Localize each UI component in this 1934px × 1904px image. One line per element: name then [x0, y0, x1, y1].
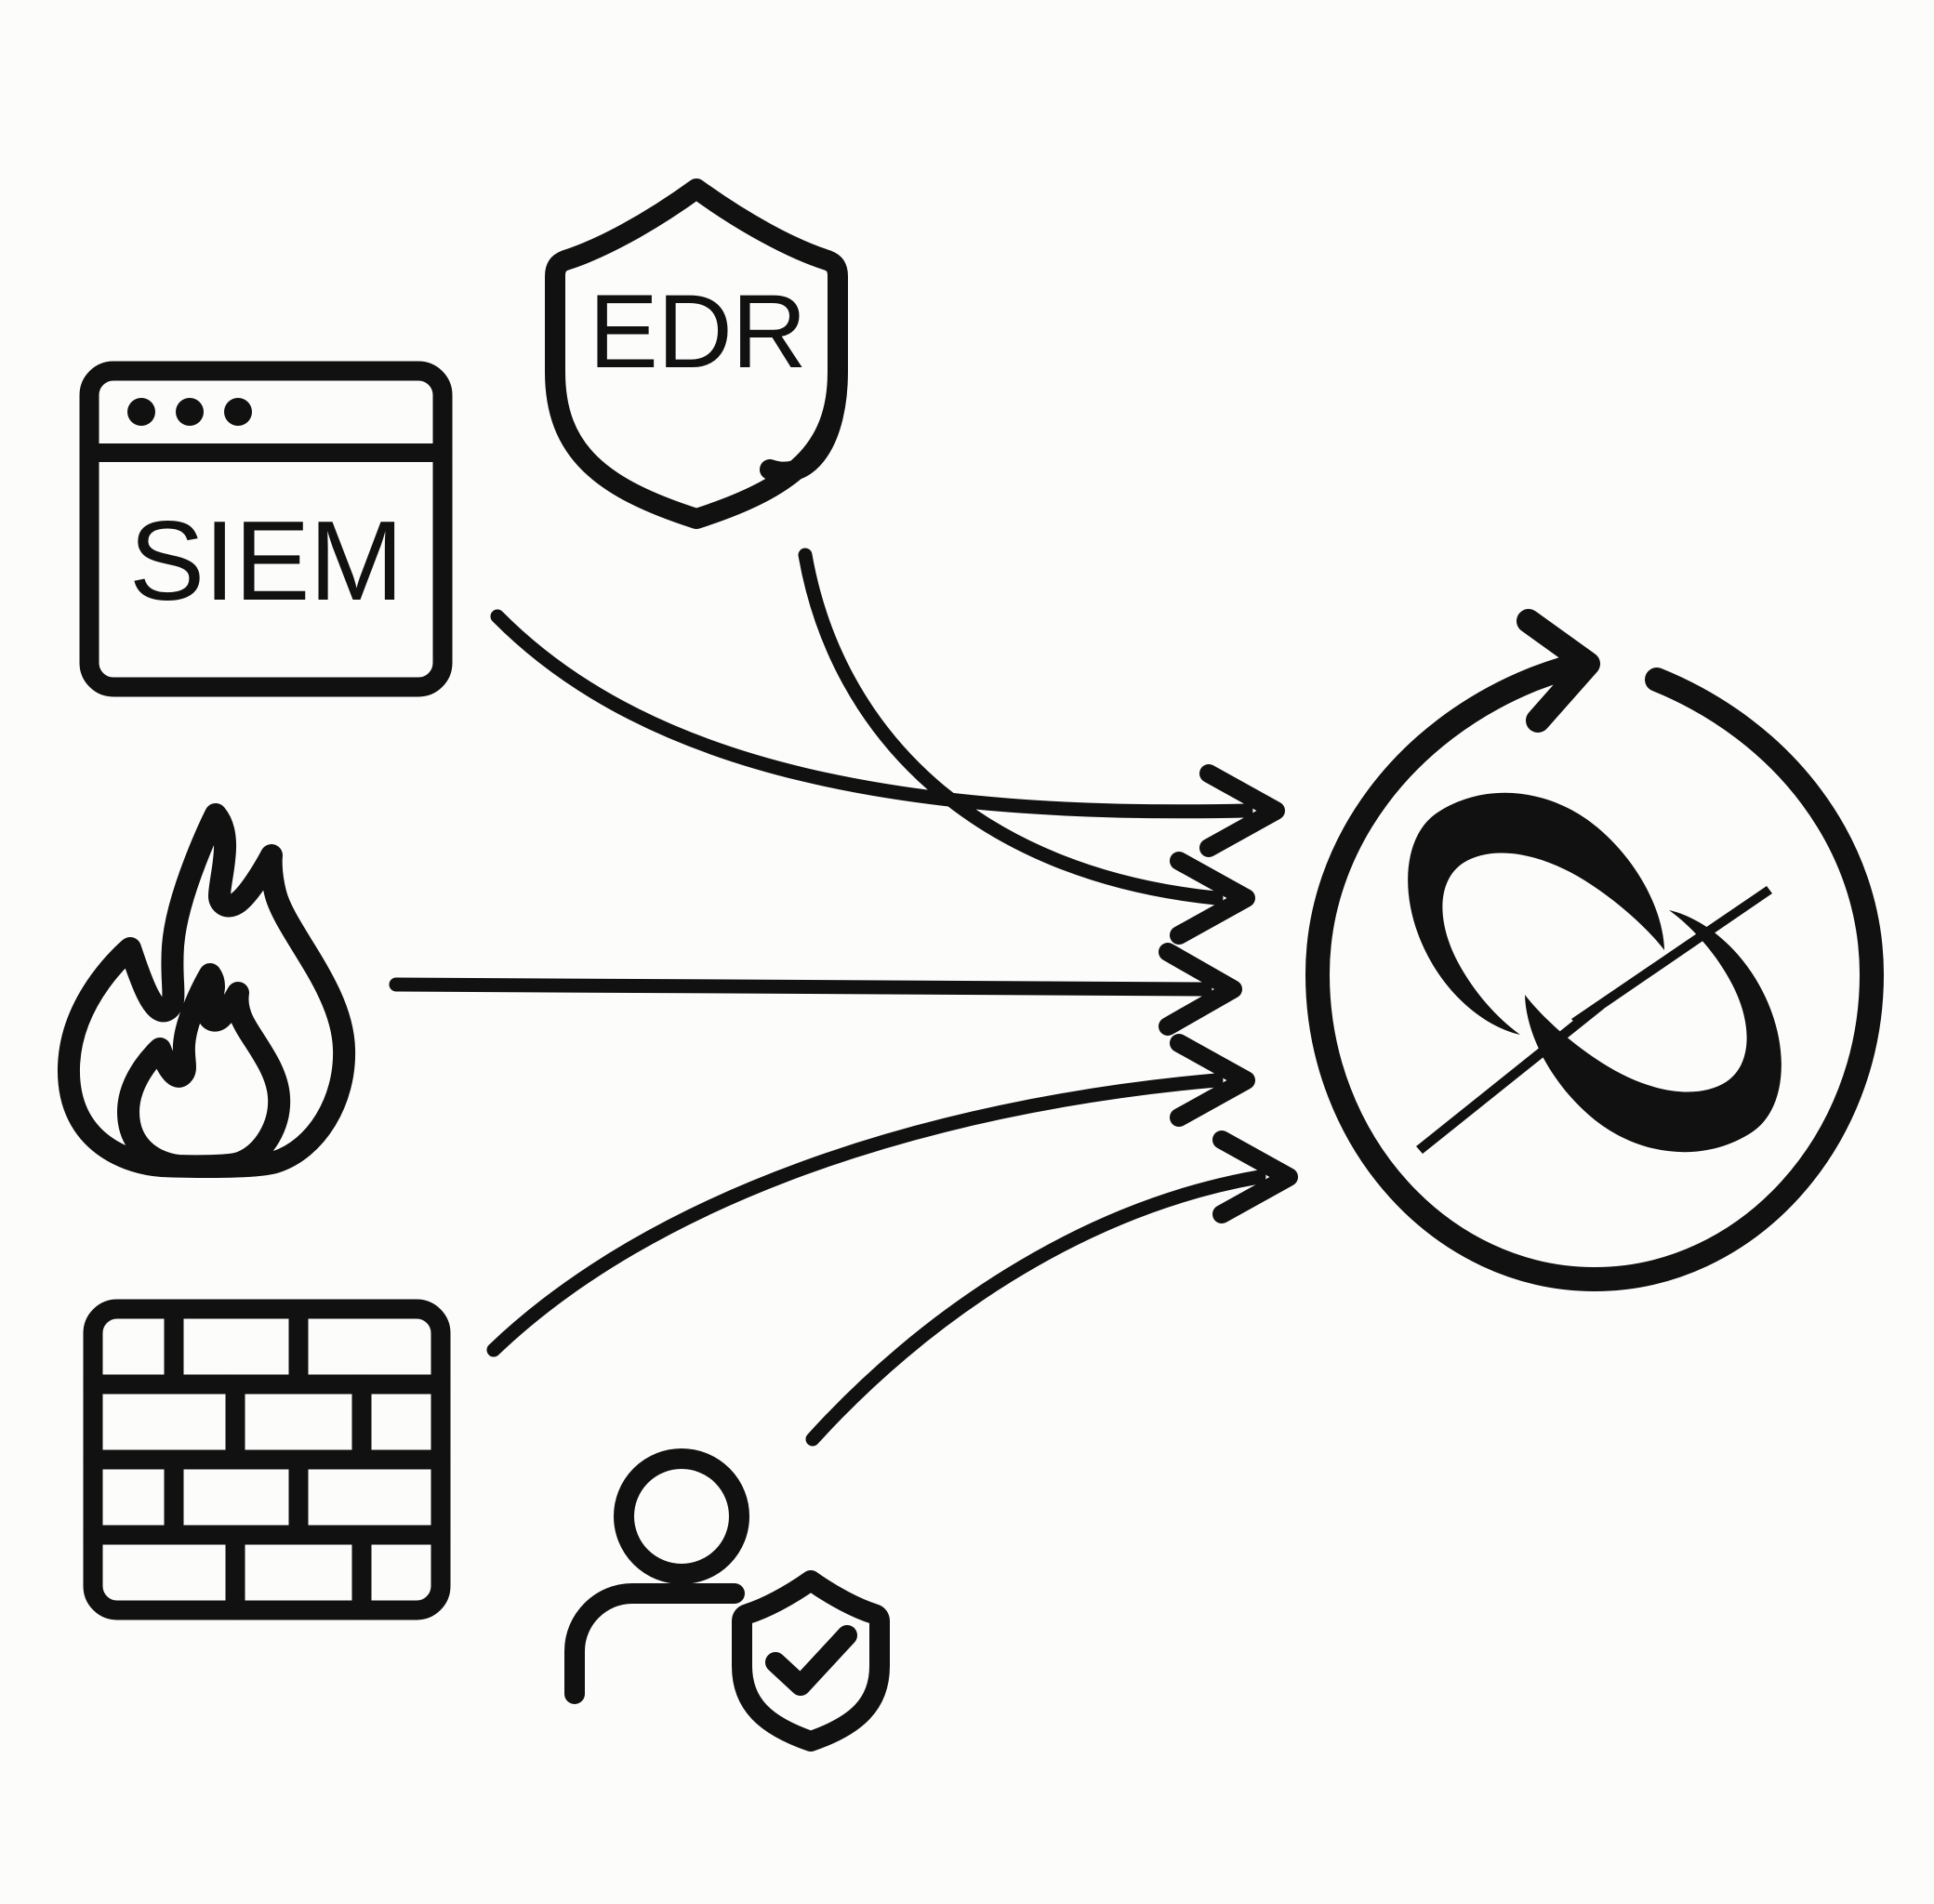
user-head-icon [614, 1448, 749, 1584]
arrowhead-icon [1170, 1034, 1255, 1127]
checkmark-icon [765, 1625, 857, 1696]
browser-dot-2 [176, 398, 204, 426]
connector-line [490, 609, 1253, 819]
edr-source-node[interactable]: EDR [545, 178, 848, 529]
connector-edr-to-hub [798, 548, 1255, 945]
x-logo-petal-lower-right [1525, 910, 1782, 1153]
connector-identity-to-hub [805, 1130, 1298, 1447]
browser-window-icon [79, 361, 453, 697]
hub-node[interactable] [1305, 609, 1884, 1291]
shield-icon [545, 178, 848, 529]
identity-source-node[interactable] [564, 1448, 890, 1752]
browser-dot-3 [224, 398, 252, 426]
connector-firewall-to-hub [486, 1034, 1255, 1357]
shield-check-icon [732, 1570, 890, 1752]
connector-flame-to-hub [389, 943, 1242, 1036]
connector-line [805, 1170, 1266, 1447]
x-logo-mark-icon [1408, 792, 1782, 1154]
connector-line [798, 548, 1224, 906]
threat-feed-source-node[interactable] [57, 803, 356, 1178]
siem-label: SIEM [129, 497, 403, 624]
flame-inner-icon [117, 963, 291, 1178]
circular-arrow-head-icon [1517, 609, 1600, 733]
arrowhead-icon [1212, 1130, 1298, 1223]
x-logo-sliver-lower-left [1416, 1001, 1604, 1154]
arrowhead-icon [1170, 852, 1255, 945]
x-logo-petal-upper-left [1408, 792, 1664, 1035]
connector-line [486, 1073, 1224, 1357]
x-logo-sliver-upper-right [1571, 886, 1772, 1026]
browser-dot-1 [127, 398, 155, 426]
user-body-icon [564, 1583, 745, 1704]
arrowhead-icon [1159, 943, 1242, 1036]
firewall-source-node[interactable] [83, 1299, 451, 1620]
arrowhead-icon [1199, 764, 1285, 857]
circular-arrow-badge-icon [1305, 652, 1884, 1291]
connector-siem-to-hub [490, 609, 1285, 857]
edr-label: EDR [589, 273, 805, 390]
connector-line [389, 977, 1212, 997]
siem-source-node[interactable]: SIEM [79, 361, 453, 697]
